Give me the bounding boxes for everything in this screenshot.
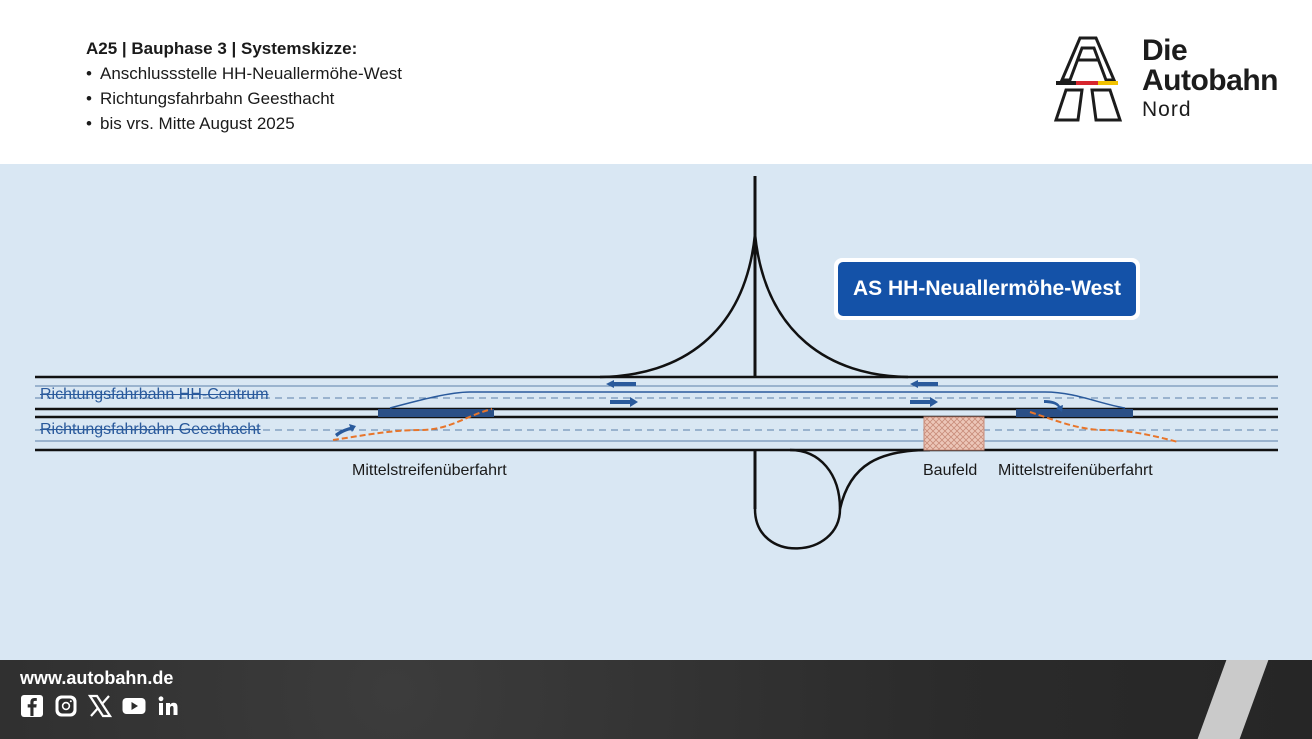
crossover-left-bar: [378, 409, 494, 417]
road-marking-stripe: [1189, 660, 1273, 739]
label-crossover-right: Mittelstreifenüberfahrt: [998, 462, 1153, 479]
info-bullet: bis vrs. Mitte August 2025: [86, 111, 402, 136]
arrow-right-icon: [610, 397, 638, 407]
page-title: A25 | Bauphase 3 | Systemskizze:: [86, 39, 358, 58]
ramp-south-east: [838, 448, 931, 510]
website-link[interactable]: www.autobahn.de: [20, 668, 174, 688]
arrows: [335, 380, 1063, 437]
junction-sign-label: AS HH-Neuallermöhe-West: [838, 262, 1136, 316]
junction-sign: AS HH-Neuallermöhe-West: [834, 258, 1140, 320]
instagram-icon[interactable]: [54, 694, 78, 718]
x-icon[interactable]: [88, 694, 112, 718]
info-bullet: Richtungsfahrbahn Geesthacht: [86, 86, 402, 111]
detour-route-right: [1029, 411, 1179, 443]
info-bullet: Anschlussstelle HH-Neuallermöhe-West: [86, 61, 402, 86]
header: A25 | Bauphase 3 | Systemskizze: Anschlu…: [0, 0, 1312, 164]
facebook-icon[interactable]: [20, 694, 44, 718]
construction-field-hatch: [923, 416, 985, 451]
youtube-icon[interactable]: [122, 694, 146, 718]
footer: www.autobahn.de: [0, 660, 1312, 739]
crossover-right-bar: [1016, 409, 1133, 417]
loop-ramp: [753, 448, 842, 550]
traffic-route-line: [389, 391, 1126, 409]
ramp-north-east: [753, 233, 909, 379]
detour-route-left: [332, 408, 493, 441]
label-hh-centrum: Richtungsfahrbahn HH-Centrum: [40, 386, 269, 403]
social-links: [20, 694, 180, 718]
system-sketch: Richtungsfahrbahn HH-Centrum Richtungsfa…: [0, 164, 1312, 660]
road-diagram: [35, 176, 1278, 550]
arrow-left-icon: [910, 380, 938, 388]
ramp-north-west: [599, 233, 757, 379]
logo-line-1: Die: [1142, 34, 1188, 67]
label-construction-field: Baufeld: [923, 462, 978, 479]
linkedin-icon[interactable]: [156, 694, 180, 718]
logo-text: Die Autobahn Nord: [1142, 36, 1278, 124]
logo-line-2: Autobahn: [1142, 64, 1278, 97]
autobahn-logo-icon: [1053, 36, 1123, 122]
info-block: A25 | Bauphase 3 | Systemskizze: Anschlu…: [86, 36, 402, 136]
autobahn-logo[interactable]: Die Autobahn Nord: [1052, 34, 1292, 126]
label-geesthacht: Richtungsfahrbahn Geesthacht: [40, 421, 261, 438]
arrow-right-icon: [910, 397, 938, 407]
arrow-curve-icon: [335, 424, 356, 437]
arrow-left-icon: [606, 380, 636, 388]
logo-line-3: Nord: [1142, 98, 1192, 121]
info-list: Anschlussstelle HH-Neuallermöhe-West Ric…: [86, 61, 402, 136]
arrow-curve-icon: [1044, 400, 1063, 412]
label-crossover-left: Mittelstreifenüberfahrt: [352, 462, 507, 479]
